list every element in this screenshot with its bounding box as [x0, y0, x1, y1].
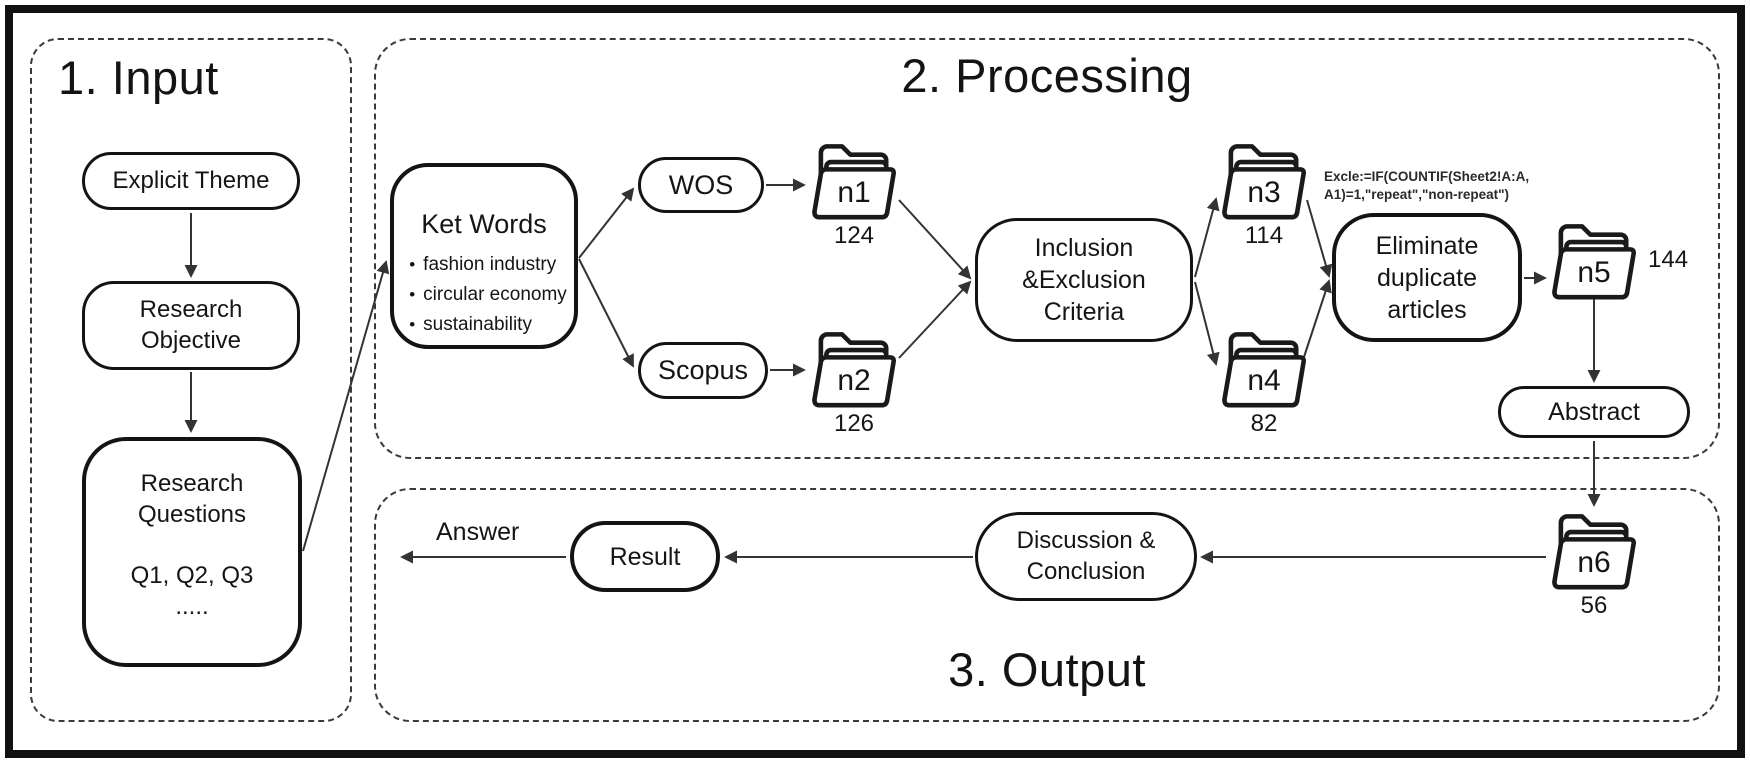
folder-label: n2	[837, 364, 871, 397]
folder-n6: n6 56	[1548, 508, 1640, 619]
input-section: 1. Input	[30, 38, 352, 722]
arrow-ketwords-to-scopus	[578, 258, 634, 368]
abstract-node: Abstract	[1498, 386, 1690, 438]
arrow-questions-to-ketwords	[302, 260, 390, 552]
keyword-item: fashion industry	[409, 250, 567, 280]
folder-label: n5	[1577, 256, 1611, 289]
research-questions-node: Research Questions Q1, Q2, Q3 .....	[82, 437, 302, 667]
answer-label: Answer	[436, 518, 520, 546]
folder-n4: n4 82	[1218, 326, 1310, 437]
folder-icon	[1222, 144, 1307, 220]
result-node: Result	[570, 521, 720, 592]
processing-section-title: 2. Processing	[901, 49, 1193, 102]
folder-count: 144	[1648, 246, 1689, 273]
folder-count: 114	[1244, 222, 1284, 249]
folder-n3: n3 114	[1218, 138, 1310, 249]
folder-n2: n2 126	[808, 326, 900, 437]
folder-label: n6	[1577, 546, 1611, 579]
arrow-n1-to-inclusion	[898, 199, 972, 280]
keyword-item: circular economy	[409, 280, 567, 310]
ket-words-title: Ket Words	[421, 209, 547, 239]
arrow-n2-to-inclusion	[898, 280, 972, 359]
folder-icon	[812, 332, 897, 408]
excel-formula-annotation: Excle:=IF(COUNTIF(Sheet2!A:A, A1)=1,"rep…	[1324, 169, 1530, 203]
discussion-conclusion-node: Discussion & Conclusion	[975, 512, 1197, 601]
arrow-inclusion-to-n4	[1194, 281, 1220, 366]
folder-count: 126	[833, 410, 875, 437]
ket-words-node: Ket Words fashion industry circular econ…	[390, 163, 578, 349]
keyword-list: fashion industry circular economy sustai…	[395, 250, 573, 341]
input-section-title: 1. Input	[58, 51, 219, 104]
folder-icon	[1222, 332, 1307, 408]
folder-count: 56	[1580, 592, 1608, 619]
output-section-title: 3. Output	[948, 643, 1146, 696]
research-objective-node: Research Objective	[82, 281, 300, 370]
inclusion-exclusion-node: Inclusion &Exclusion Criteria	[975, 218, 1193, 342]
folder-count: 124	[833, 222, 875, 249]
folder-n1: n1 124	[808, 138, 900, 249]
explicit-theme-node: Explicit Theme	[82, 152, 300, 210]
folder-count: 82	[1250, 410, 1278, 437]
folder-icon	[1552, 224, 1637, 300]
eliminate-duplicates-node: Eliminate duplicate articles	[1332, 213, 1522, 342]
folder-icon	[1552, 514, 1637, 590]
processing-section: 2. Processing	[374, 38, 1720, 459]
wos-node: WOS	[638, 157, 764, 213]
scopus-node: Scopus	[638, 342, 768, 399]
arrow-inclusion-to-n3	[1194, 197, 1220, 278]
folder-label: n3	[1247, 176, 1281, 209]
folder-label: n1	[837, 176, 871, 209]
arrow-n4-to-eliminate	[1302, 279, 1332, 361]
output-section: 3. Output	[374, 488, 1720, 722]
keyword-item: sustainability	[409, 310, 567, 340]
folder-label: n4	[1247, 364, 1281, 397]
arrow-n3-to-eliminate	[1306, 199, 1333, 278]
folder-icon	[812, 144, 897, 220]
arrow-ketwords-to-wos	[578, 187, 635, 259]
folder-n5: n5 144	[1548, 218, 1688, 301]
